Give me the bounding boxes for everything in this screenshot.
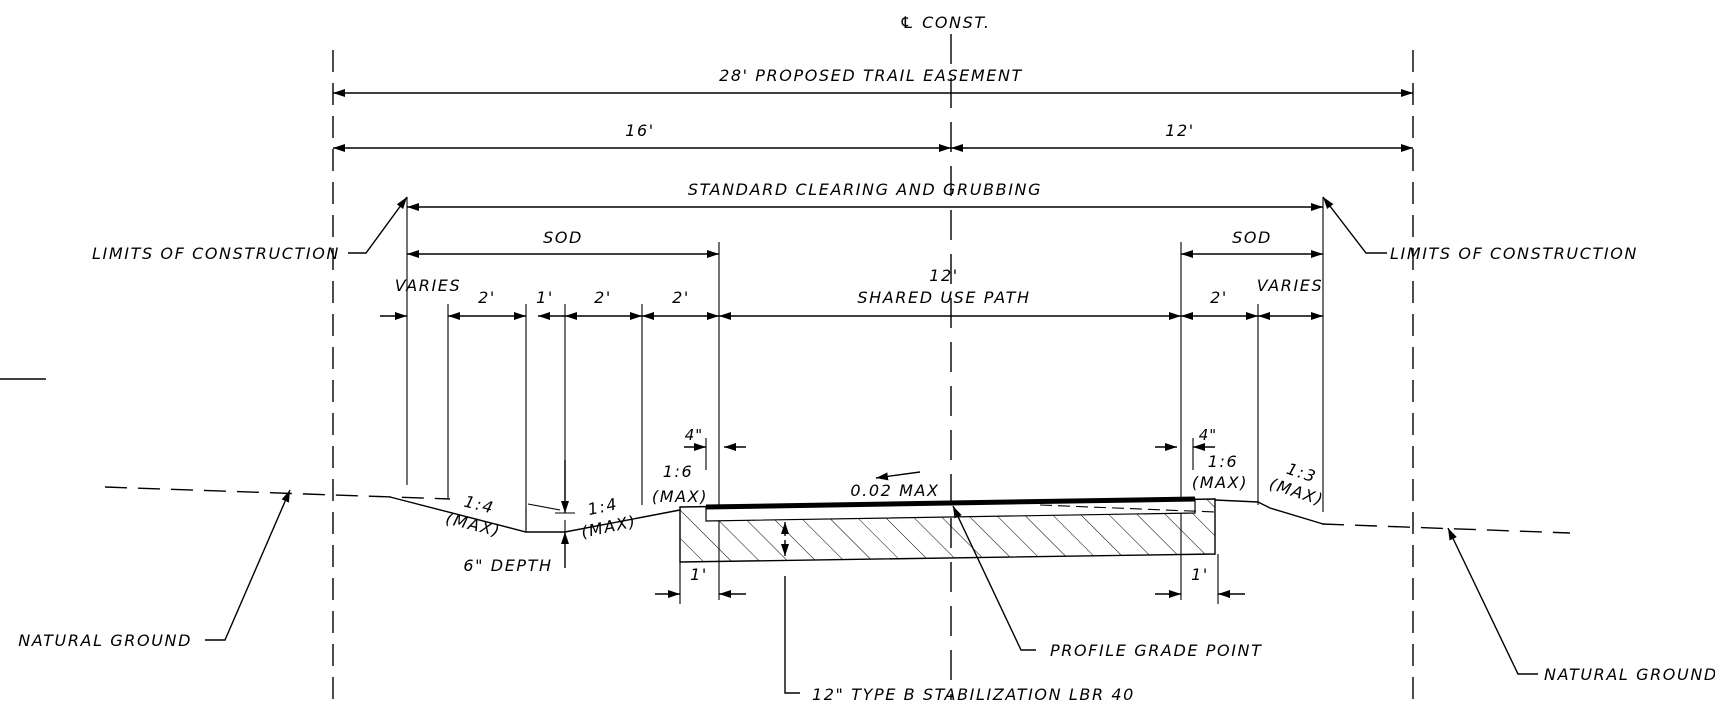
dimension-label-2a: 2' bbox=[478, 288, 496, 307]
varies-label-right: VARIES bbox=[1257, 276, 1324, 295]
stabilization-label: 12" TYPE B STABILIZATION LBR 40 bbox=[812, 685, 1135, 704]
shoulder-label-right: 1' bbox=[1191, 565, 1209, 584]
limits-leader-left bbox=[348, 196, 408, 254]
clearing-label: STANDARD CLEARING AND GRUBBING bbox=[688, 180, 1042, 199]
natural-ground-label-right: NATURAL GROUND bbox=[1544, 665, 1715, 684]
slope-16-right: 1:6 bbox=[1208, 452, 1239, 471]
shoulder-label-left: 1' bbox=[690, 565, 708, 584]
natural-ground-leader-left bbox=[205, 489, 291, 641]
stabilization-leader bbox=[784, 576, 800, 694]
limits-label-right: LIMITS OF CONSTRUCTION bbox=[1390, 244, 1638, 263]
dimension-label-16: 16' bbox=[625, 121, 655, 140]
easement-label: 28' PROPOSED TRAIL EASEMENT bbox=[719, 66, 1023, 85]
limits-leader-right bbox=[1322, 196, 1387, 254]
sod-label-left: SOD bbox=[543, 228, 583, 247]
subgrade-dashed bbox=[1039, 504, 1216, 513]
dimension-label-2b: 2' bbox=[594, 288, 612, 307]
dimension-label-12-top: 12' bbox=[1165, 121, 1195, 140]
natural-ground-label-left: NATURAL GROUND bbox=[18, 631, 192, 650]
right-shoulder-profile bbox=[1214, 499, 1259, 503]
dimension-label-2c: 2' bbox=[672, 288, 690, 307]
natural-ground-left-line bbox=[104, 486, 451, 500]
depth-label: 6" DEPTH bbox=[463, 556, 552, 575]
profile-grade-label: PROFILE GRADE POINT bbox=[1050, 641, 1262, 660]
right-side-slope bbox=[1257, 501, 1324, 525]
slope-16-left: 1:6 bbox=[663, 462, 694, 481]
offset-label-left: 4" bbox=[685, 426, 703, 444]
cross-slope-arrow bbox=[875, 471, 921, 481]
slope-14a-max: (MAX) bbox=[444, 509, 503, 541]
natural-ground-right-line bbox=[1321, 523, 1571, 534]
natural-ground-leader-right bbox=[1447, 527, 1538, 675]
dimension-label-1: 1' bbox=[536, 288, 554, 307]
ditch-profile bbox=[389, 496, 681, 533]
sod-label-right: SOD bbox=[1232, 228, 1272, 247]
dimension-label-2-right: 2' bbox=[1210, 288, 1228, 307]
ditch-depth-ref bbox=[527, 503, 561, 511]
profile-grade-leader bbox=[952, 505, 1036, 651]
centerline-label: ℄ CONST. bbox=[899, 13, 990, 32]
slope-16-right-max: (MAX) bbox=[1192, 473, 1248, 492]
cross-slope-label: 0.02 MAX bbox=[850, 481, 939, 500]
path-name-label: SHARED USE PATH bbox=[857, 288, 1030, 307]
slope-16-left-max: (MAX) bbox=[652, 487, 708, 506]
pavement-surface bbox=[705, 496, 1196, 510]
offset-label-right: 4" bbox=[1199, 426, 1217, 444]
limits-label-left: LIMITS OF CONSTRUCTION bbox=[92, 244, 340, 263]
path-width-label: 12' bbox=[929, 266, 959, 285]
varies-label-left: VARIES bbox=[395, 276, 462, 295]
